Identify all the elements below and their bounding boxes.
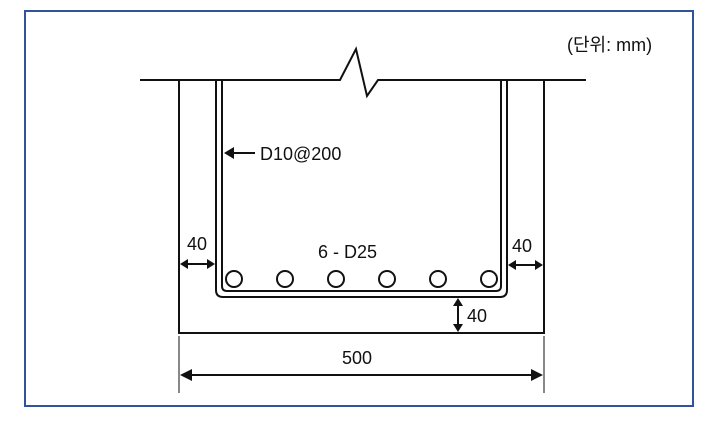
cover-bottom-arrow-down: [453, 324, 463, 332]
rebar-circle: [327, 270, 345, 288]
rebar-circle: [378, 270, 396, 288]
unit-label: (단위: mm): [567, 35, 652, 55]
rebar-circle: [429, 270, 447, 288]
stirrup-leader-arrowhead: [224, 147, 234, 159]
cover-left-arrow-right: [207, 259, 215, 269]
stirrup-inner: [221, 80, 502, 292]
width-arrow-right: [531, 369, 543, 381]
rebar-group: [225, 270, 498, 288]
rebar-circle: [276, 270, 294, 288]
diagram-frame: [24, 10, 694, 407]
cover-left-label: 40: [187, 234, 207, 254]
rebar-circle: [225, 270, 243, 288]
rebar-label: 6 - D25: [318, 242, 377, 262]
cover-right-label: 40: [512, 236, 532, 256]
stirrup-label: D10@200: [260, 144, 341, 164]
cover-right-arrow-left: [508, 260, 516, 270]
beam-outline: [178, 80, 545, 334]
rebar-circle: [480, 270, 498, 288]
top-break-line: [140, 46, 586, 99]
cover-bottom-arrow-up: [453, 298, 463, 306]
cover-left-arrow-left: [180, 259, 188, 269]
width-label: 500: [342, 348, 372, 368]
stirrup-outer: [215, 80, 508, 298]
cover-bottom-label: 40: [467, 306, 487, 326]
cover-right-arrow-right: [535, 260, 543, 270]
width-arrow-left: [180, 369, 192, 381]
